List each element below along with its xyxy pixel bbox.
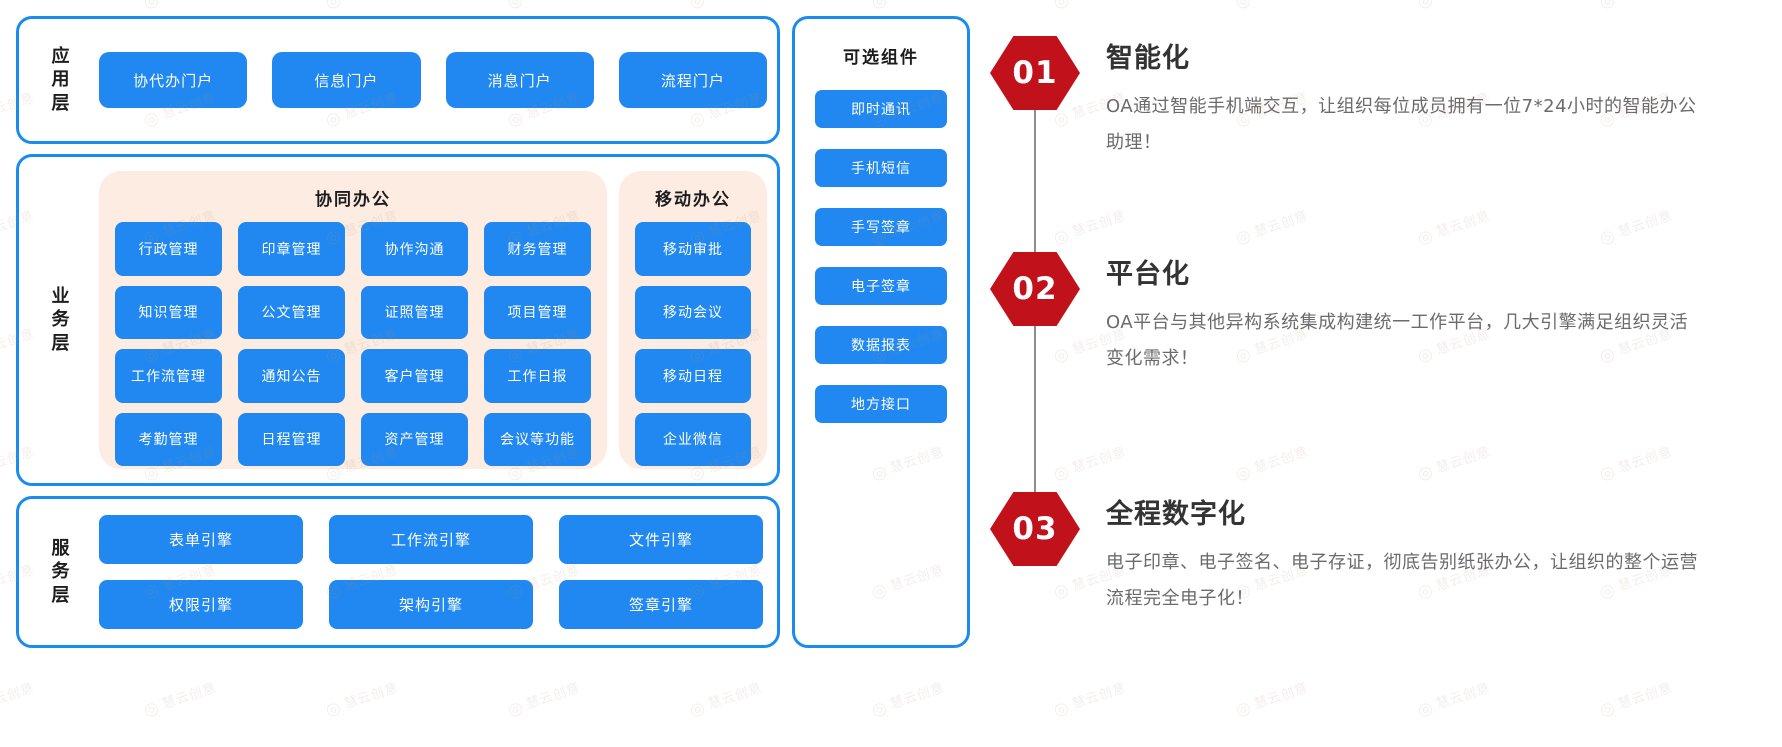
feature-item: 03 全程数字化 电子印章、电子签名、电子存证，彻底告别纸张办公，让组织的整个运… xyxy=(990,492,1750,617)
business-cards: 协同办公 行政管理 印章管理 协作沟通 财务管理 知识管理 公文管理 证照管理 … xyxy=(99,171,767,469)
portal-item[interactable]: 流程门户 xyxy=(618,52,767,108)
mobile-office-heading: 移动办公 xyxy=(655,190,731,210)
feature-description: OA平台与其他异构系统集成构建统一工作平台，几大引擎满足组织灵活变化需求！ xyxy=(1106,312,1689,369)
feature-number-badge: 03 xyxy=(990,492,1080,566)
watermark-text: 慧云创意 xyxy=(868,0,947,13)
feature-body: 智能化 OA通过智能手机端交互，让组织每位成员拥有一位7*24小时的智能办公助理… xyxy=(1106,36,1750,161)
optional-item[interactable]: 即时通讯 xyxy=(815,90,947,128)
module-item[interactable]: 项目管理 xyxy=(484,285,591,339)
layer-business-title: 业 务 层 xyxy=(33,285,89,354)
optional-item[interactable]: 手写签章 xyxy=(815,208,947,246)
layer-title-char: 层 xyxy=(51,584,71,606)
optional-components-title: 可选组件 xyxy=(843,48,919,68)
module-item[interactable]: 会议等功能 xyxy=(484,412,591,466)
engine-item[interactable]: 工作流引擎 xyxy=(329,515,533,564)
mobile-office-list: 移动审批 移动会议 移动日程 企业微信 xyxy=(635,222,751,466)
module-item[interactable]: 考勤管理 xyxy=(115,412,222,466)
module-item[interactable]: 知识管理 xyxy=(115,285,222,339)
layer-title-char: 层 xyxy=(51,92,71,114)
feature-body: 平台化 OA平台与其他异构系统集成构建统一工作平台，几大引擎满足组织灵活变化需求… xyxy=(1106,252,1750,377)
engine-item[interactable]: 签章引擎 xyxy=(559,580,763,629)
layer-business: 业 务 层 协同办公 行政管理 印章管理 协作沟通 财务管理 知识管理 公文管理 xyxy=(16,154,780,486)
portal-item[interactable]: 协代办门户 xyxy=(99,52,248,108)
feature-description: OA通过智能手机端交互，让组织每位成员拥有一位7*24小时的智能办公助理！ xyxy=(1106,96,1697,153)
layer-service-title: 服 务 层 xyxy=(33,537,89,606)
collaborative-office-grid: 行政管理 印章管理 协作沟通 财务管理 知识管理 公文管理 证照管理 项目管理 … xyxy=(115,222,591,466)
module-item[interactable]: 财务管理 xyxy=(484,222,591,276)
feature-number-badge: 01 xyxy=(990,36,1080,110)
watermark-text: 慧云创意 xyxy=(504,0,583,13)
module-item[interactable]: 印章管理 xyxy=(238,222,345,276)
feature-title: 平台化 xyxy=(1106,259,1190,290)
module-item[interactable]: 客户管理 xyxy=(361,349,468,403)
collaborative-office-card: 协同办公 行政管理 印章管理 协作沟通 财务管理 知识管理 公文管理 证照管理 … xyxy=(99,171,607,469)
layer-application-title: 应 用 层 xyxy=(33,45,89,114)
layer-title-char: 务 xyxy=(51,309,71,331)
optional-item[interactable]: 手机短信 xyxy=(815,149,947,187)
engine-item[interactable]: 架构引擎 xyxy=(329,580,533,629)
feature-body: 全程数字化 电子印章、电子签名、电子存证，彻底告别纸张办公，让组织的整个运营流程… xyxy=(1106,492,1750,617)
portal-item[interactable]: 信息门户 xyxy=(272,52,421,108)
layer-title-char: 业 xyxy=(51,286,71,308)
optional-components-panel: 可选组件 即时通讯 手机短信 手写签章 电子签章 数据报表 地方接口 xyxy=(792,16,970,648)
layer-service: 服 务 层 表单引擎 工作流引擎 文件引擎 权限引擎 架构引擎 签章引擎 xyxy=(16,496,780,648)
mobile-item[interactable]: 移动审批 xyxy=(635,222,751,276)
module-item[interactable]: 公文管理 xyxy=(238,285,345,339)
module-item[interactable]: 资产管理 xyxy=(361,412,468,466)
layer-title-char: 服 xyxy=(51,538,71,560)
module-item[interactable]: 通知公告 xyxy=(238,349,345,403)
layer-title-char: 应 xyxy=(51,46,71,68)
collaborative-office-heading: 协同办公 xyxy=(315,190,391,210)
module-item[interactable]: 工作日报 xyxy=(484,349,591,403)
service-engine-row: 权限引擎 架构引擎 签章引擎 xyxy=(99,580,763,629)
mobile-item[interactable]: 移动会议 xyxy=(635,285,751,339)
layer-title-char: 用 xyxy=(51,69,71,91)
feature-number-badge: 02 xyxy=(990,252,1080,326)
layer-application-body: 协代办门户 信息门户 消息门户 流程门户 xyxy=(89,19,777,141)
feature-description: 电子印章、电子签名、电子存证，彻底告别纸张办公，让组织的整个运营流程完全电子化！ xyxy=(1106,552,1698,609)
layer-application: 应 用 层 协代办门户 信息门户 消息门户 流程门户 xyxy=(16,16,780,144)
engine-item[interactable]: 表单引擎 xyxy=(99,515,303,564)
layer-service-body: 表单引擎 工作流引擎 文件引擎 权限引擎 架构引擎 签章引擎 xyxy=(89,499,777,645)
module-item[interactable]: 证照管理 xyxy=(361,285,468,339)
engine-item[interactable]: 文件引擎 xyxy=(559,515,763,564)
engine-item[interactable]: 权限引擎 xyxy=(99,580,303,629)
mobile-item[interactable]: 企业微信 xyxy=(635,412,751,466)
service-engine-grid: 表单引擎 工作流引擎 文件引擎 权限引擎 架构引擎 签章引擎 xyxy=(99,515,763,629)
watermark-text: 慧云创意 xyxy=(686,0,765,13)
mobile-office-card: 移动办公 移动审批 移动会议 移动日程 企业微信 xyxy=(619,171,767,469)
optional-item[interactable]: 电子签章 xyxy=(815,267,947,305)
optional-components-list: 即时通讯 手机短信 手写签章 电子签章 数据报表 地方接口 xyxy=(815,90,947,423)
layer-title-char: 层 xyxy=(51,332,71,354)
mobile-item[interactable]: 移动日程 xyxy=(635,349,751,403)
application-portal-row: 协代办门户 信息门户 消息门户 流程门户 xyxy=(89,19,777,141)
watermark-text: 慧云创意 xyxy=(140,0,219,13)
service-engine-row: 表单引擎 工作流引擎 文件引擎 xyxy=(99,515,763,564)
feature-item: 02 平台化 OA平台与其他异构系统集成构建统一工作平台，几大引擎满足组织灵活变… xyxy=(990,252,1750,377)
module-item[interactable]: 日程管理 xyxy=(238,412,345,466)
optional-item[interactable]: 数据报表 xyxy=(815,326,947,364)
architecture-diagram: 应 用 层 协代办门户 信息门户 消息门户 流程门户 业 务 层 xyxy=(14,14,972,734)
module-item[interactable]: 行政管理 xyxy=(115,222,222,276)
feature-item: 01 智能化 OA通过智能手机端交互，让组织每位成员拥有一位7*24小时的智能办… xyxy=(990,36,1750,161)
feature-title: 智能化 xyxy=(1106,43,1190,74)
optional-item[interactable]: 地方接口 xyxy=(815,385,947,423)
feature-title: 全程数字化 xyxy=(1106,499,1246,530)
watermark-text: 慧云创意 xyxy=(322,0,401,13)
portal-item[interactable]: 消息门户 xyxy=(445,52,594,108)
module-item[interactable]: 协作沟通 xyxy=(361,222,468,276)
feature-panel: 01 智能化 OA通过智能手机端交互，让组织每位成员拥有一位7*24小时的智能办… xyxy=(990,0,1782,747)
watermark-text: 慧云创意 xyxy=(0,0,37,13)
module-item[interactable]: 工作流管理 xyxy=(115,349,222,403)
layer-business-body: 协同办公 行政管理 印章管理 协作沟通 财务管理 知识管理 公文管理 证照管理 … xyxy=(89,157,777,483)
layer-title-char: 务 xyxy=(51,561,71,583)
